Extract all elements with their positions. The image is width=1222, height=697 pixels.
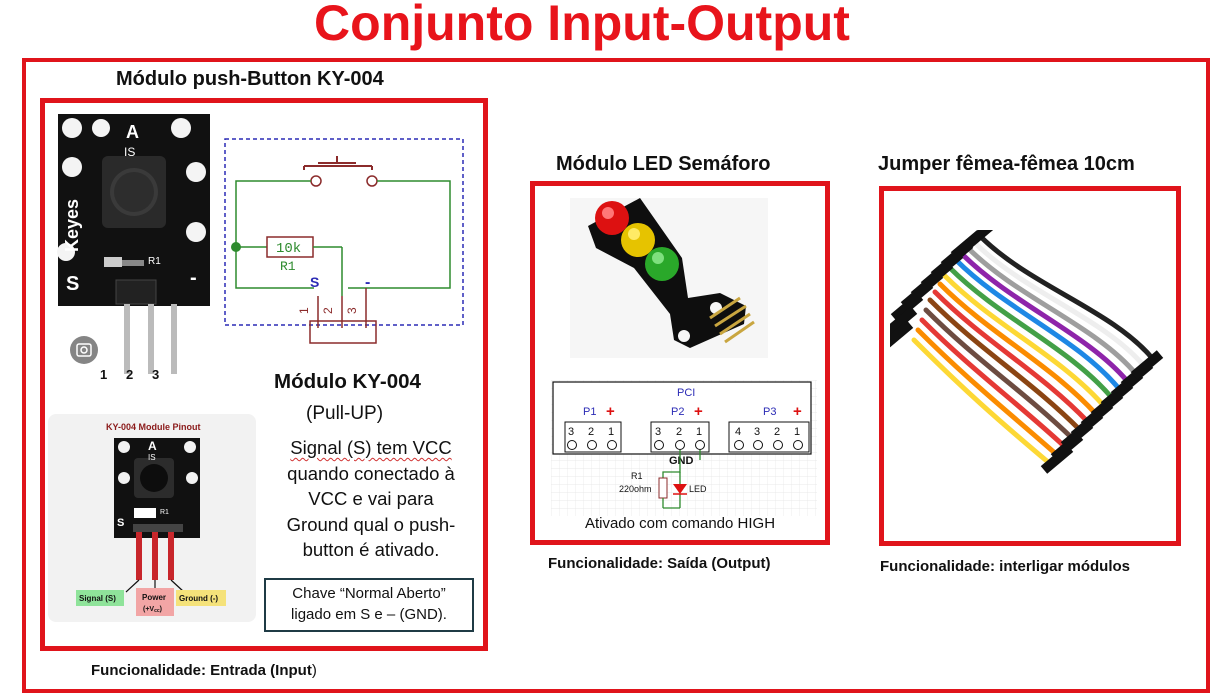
input-function-label: Funcionalidade: Entrada (Input): [91, 662, 317, 679]
pinout-power-sub: (+Vcc): [143, 606, 162, 614]
pinout-label-a: A: [148, 439, 157, 453]
pci-p1-pin-3: 3: [568, 426, 574, 438]
schematic-resistor-value: 10k: [276, 241, 301, 257]
schematic-resistor-name: R1: [280, 259, 296, 274]
photo-label-s: S: [66, 273, 79, 295]
pci-r1-name: R1: [631, 471, 643, 481]
jumper-function-label: Funcionalidade: interligar módulos: [880, 558, 1131, 575]
pci-group-p3-name: P3: [763, 406, 776, 418]
pinout-power-label: Power: [142, 593, 166, 602]
photo-label-minus: -: [190, 267, 197, 289]
pci-title: PCI: [677, 387, 695, 399]
pci-p3-pin-1: 1: [794, 426, 800, 438]
jumper-wires-photo: [890, 230, 1170, 490]
pci-schematic: PCI P1 + 3 2 1 P2 + 3 2 1 P3 + 4 3 2 1 G…: [551, 380, 817, 516]
page-title: Conjunto Input-Output: [314, 0, 850, 51]
pci-group-p2-plus: +: [694, 403, 703, 420]
schematic-pin-1: 1: [297, 307, 311, 314]
output-function-label: Funcionalidade: Saída (Output): [548, 555, 771, 572]
pci-p3-pin-3: 3: [754, 426, 760, 438]
push-button-schematic: 10k R1 S - 1 2 3: [222, 136, 470, 346]
photo-label-r1: R1: [148, 256, 161, 267]
output-module-frame: [530, 181, 830, 545]
pci-p1-pin-1: 1: [608, 426, 614, 438]
jumper-frame: [879, 186, 1181, 546]
ky004-photo: A IS Keyes S - R1 1 2 3: [56, 112, 212, 382]
photo-label-a: A: [126, 122, 139, 142]
schematic-pin-2: 2: [321, 307, 335, 314]
description-line-3: VCC e vai para: [308, 488, 434, 509]
pci-p3-pin-2: 2: [774, 426, 780, 438]
outer-frame: [22, 58, 1210, 693]
description-line-2: quando conectado à: [287, 462, 455, 484]
schematic-pin-3: 3: [345, 307, 359, 314]
pinout-label-is: IS: [148, 453, 156, 462]
pci-gnd-label: GND: [669, 455, 694, 467]
pci-led-label: LED: [689, 484, 707, 494]
note-line-1: Chave “Normal Aberto”: [292, 585, 446, 602]
photo-pin-1: 1: [100, 367, 107, 382]
input-module-heading: Módulo push-Button KY-004: [116, 68, 384, 90]
ky004-pinout-image: KY-004 Module Pinout A IS S R1 Signal (S…: [48, 414, 256, 622]
normally-open-note: Chave “Normal Aberto” ligado em S e – (G…: [264, 578, 474, 632]
pci-group-p2-name: P2: [671, 406, 684, 418]
output-module-heading: Módulo LED Semáforo: [556, 153, 771, 175]
pci-p1-pin-2: 2: [588, 426, 594, 438]
pinout-signal-label: Signal (S): [79, 594, 116, 603]
lens-icon[interactable]: [70, 336, 98, 364]
pinout-label-s: S: [117, 517, 124, 529]
description-line-4: Ground qual o push-: [286, 513, 456, 535]
pci-group-p1-name: P1: [583, 406, 596, 418]
photo-label-is: IS: [124, 145, 135, 159]
input-module-frame: [40, 98, 488, 651]
pci-p2-pin-2: 2: [676, 426, 682, 438]
pci-group-p3-plus: +: [793, 403, 802, 420]
description-title: Módulo KY-004: [274, 370, 421, 393]
pinout-title: KY-004 Module Pinout: [106, 422, 201, 432]
description-line-5: button é ativado.: [302, 539, 440, 560]
photo-pin-3: 3: [152, 367, 159, 382]
activation-note: Ativado com comando HIGH: [584, 515, 776, 532]
pci-p2-pin-1: 1: [696, 426, 702, 438]
note-line-2: ligado em S e – (GND).: [291, 606, 447, 623]
schematic-minus-label: -: [365, 274, 370, 291]
description-subtitle: (Pull-UP): [306, 403, 384, 424]
pci-p2-pin-3: 3: [655, 426, 661, 438]
description-text: Signal (S) tem VCC quando conectado à VC…: [268, 435, 474, 563]
pci-r1-value: 220ohm: [619, 484, 652, 494]
pinout-label-r1: R1: [160, 509, 169, 516]
pinout-ground-label: Ground (-): [179, 594, 218, 603]
schematic-s-label: S: [310, 274, 319, 290]
pci-group-p1-plus: +: [606, 403, 615, 420]
traffic-light-photo: [570, 198, 768, 358]
photo-pin-2: 2: [126, 367, 133, 382]
description-line-1: Signal (S) tem VCC: [290, 437, 452, 458]
pci-p3-pin-4: 4: [735, 426, 741, 438]
photo-label-keyes: Keyes: [62, 199, 82, 252]
jumper-heading: Jumper fêmea-fêmea 10cm: [878, 153, 1135, 175]
